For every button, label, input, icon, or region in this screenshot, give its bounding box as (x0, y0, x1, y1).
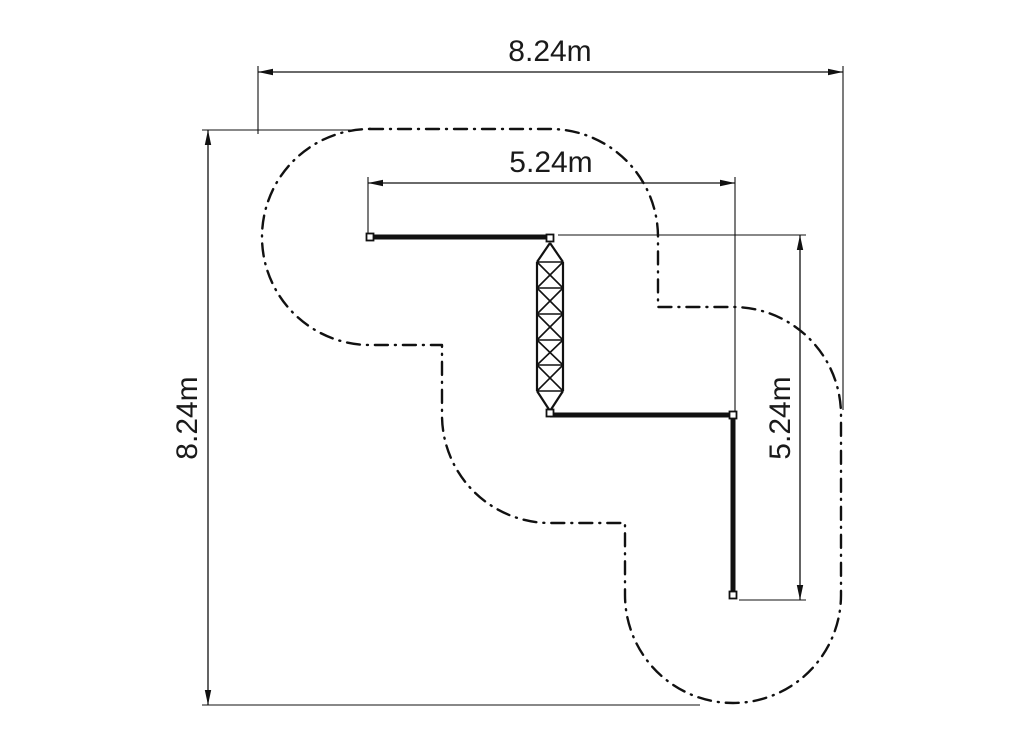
net-taper-top-left (536, 242, 551, 263)
node-lower-beam-right (728, 410, 738, 420)
node-net-bottom (545, 408, 555, 418)
net-taper-top-right (549, 242, 564, 263)
dimension-inner-width: 5.24m (367, 146, 736, 412)
arrow-left (258, 68, 273, 76)
arrow-top (796, 235, 804, 250)
net-rungs (537, 261, 563, 392)
dimension-overall-height: 8.24m (171, 129, 700, 706)
safety-zone-boundary (260, 127, 843, 705)
net-lattice (536, 261, 564, 392)
arrow-top (204, 130, 212, 145)
climbing-net (535, 242, 565, 412)
arrow-left (368, 179, 383, 187)
climbing-equipment (365, 232, 738, 600)
net-taper-bottom-left (536, 390, 551, 412)
overall-width-label: 8.24m (508, 35, 591, 68)
safety-zone-outline (260, 127, 843, 705)
node-bar-bottom (728, 590, 738, 600)
dimension-inner-height: 5.24m (558, 234, 806, 601)
node-net-top (545, 233, 555, 243)
arrow-bottom (796, 585, 804, 600)
dimension-overall-width: 8.24m (257, 35, 844, 410)
overall-height-label: 8.24m (171, 376, 204, 459)
arrow-right (720, 179, 735, 187)
inner-height-label: 5.24m (764, 376, 797, 459)
inner-width-label: 5.24m (509, 146, 592, 179)
node-top-beam-left (365, 232, 375, 242)
arrow-bottom (204, 690, 212, 705)
connection-nodes (365, 232, 738, 600)
arrow-right (828, 68, 843, 76)
net-taper-bottom-right (549, 390, 564, 412)
